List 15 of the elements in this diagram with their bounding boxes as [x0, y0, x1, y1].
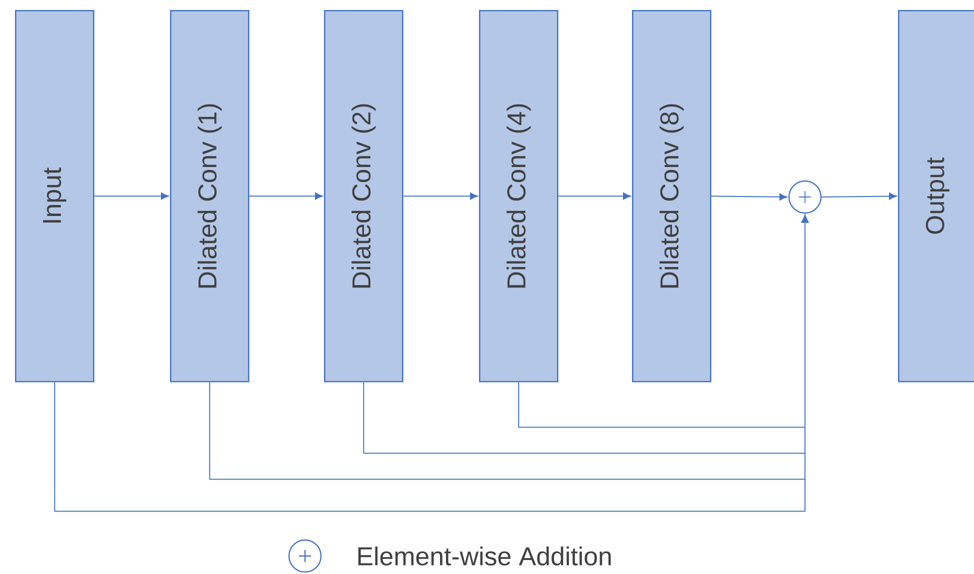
addition-circle: [788, 180, 822, 214]
layer-box: Dilated Conv (8): [632, 10, 712, 382]
arrow: [54, 214, 809, 512]
arrow: [94, 192, 169, 200]
layer-box: Dilated Conv (4): [479, 10, 558, 382]
legend-text: Element-wise Addition: [358, 546, 611, 566]
arrow: [558, 192, 631, 200]
arrow: [710, 193, 788, 200]
arrow: [248, 192, 323, 200]
arrow: [402, 192, 478, 200]
arrow: [821, 192, 897, 200]
layer-box: Dilated Conv (2): [324, 10, 404, 382]
layer-box: Input: [15, 10, 94, 382]
layer-box: Dilated Conv (1): [170, 10, 250, 382]
layer-box: Output: [898, 10, 974, 382]
